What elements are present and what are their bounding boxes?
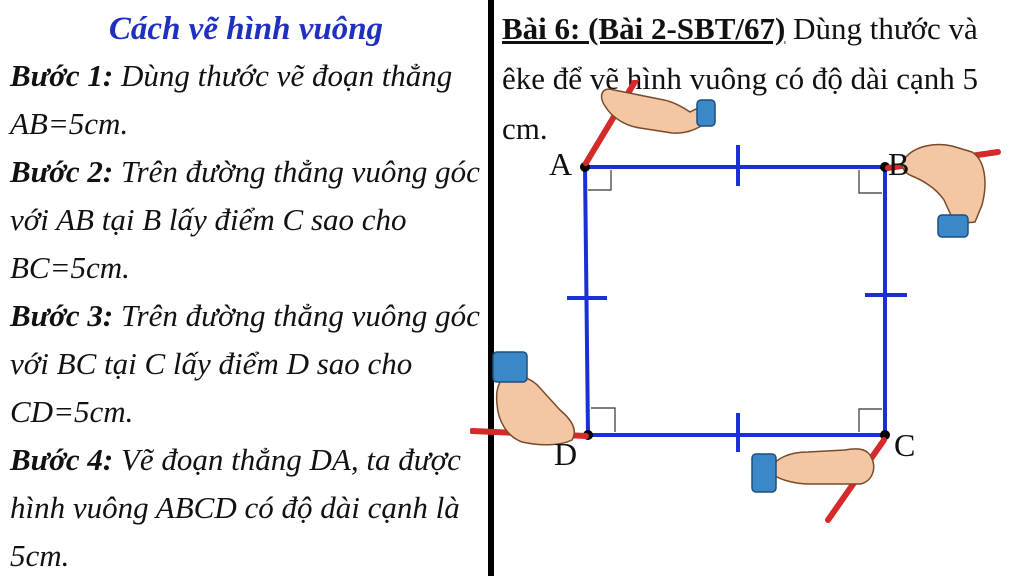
hand-pencil-b-icon [885,143,1001,238]
right-angle-a [588,170,612,191]
step-3: Bước 3: Trên đường thẳng vuông góc với B… [10,292,482,436]
step-4-label: Bước 4: [10,442,114,477]
step-4: Bước 4: Vẽ đoạn thẳng DA, ta được hình v… [10,436,482,580]
right-angle-d [591,407,616,432]
hand-pencil-a-icon [583,80,716,166]
step-2-label: Bước 2: [10,154,114,189]
step-3-label: Bước 3: [10,298,114,333]
equal-tick-marks [567,145,907,452]
hand-pencil-c-icon [751,437,887,523]
vertex-label-a: A [549,146,572,182]
step-1-text: Dùng thước vẽ đoạn thẳng AB=5cm. [10,58,453,141]
right-angle-marks [588,170,882,432]
problem-statement: Bài 6: (Bài 2-SBT/67) Dùng thước và êke … [502,4,1017,154]
vertex-label-c: C [894,427,915,463]
problem-text: Dùng thước và êke để vẽ hình vuông có độ… [502,11,979,146]
step-2-text: Trên đường thẳng vuông góc với AB tại B … [10,154,480,285]
column-divider [488,0,494,576]
right-angle-c [858,408,882,432]
side-da [583,166,590,436]
step-3-text: Trên đường thẳng vuông góc với BC tại C … [10,298,480,429]
vertex-label-d: D [554,436,577,472]
step-4-text: Vẽ đoạn thẳng DA, ta được hình vuông ABC… [10,442,461,573]
step-1-label: Bước 1: [10,58,114,93]
right-angle-b [858,170,882,194]
vertex-points [580,162,890,440]
hand-pencil-d-icon [470,351,589,446]
step-1: Bước 1: Dùng thước vẽ đoạn thẳng AB=5cm. [10,52,482,148]
square-sides [583,165,887,437]
step-2: Bước 2: Trên đường thẳng vuông góc với A… [10,148,482,292]
vertex-label-b: B [888,146,909,182]
instructions-panel: Cách vẽ hình vuông Bước 1: Dùng thước vẽ… [10,6,482,580]
instructions-title: Cách vẽ hình vuông [108,11,384,47]
square-figure: A B C D [470,80,1001,523]
problem-label: Bài 6: (Bài 2-SBT/67) [502,11,786,46]
